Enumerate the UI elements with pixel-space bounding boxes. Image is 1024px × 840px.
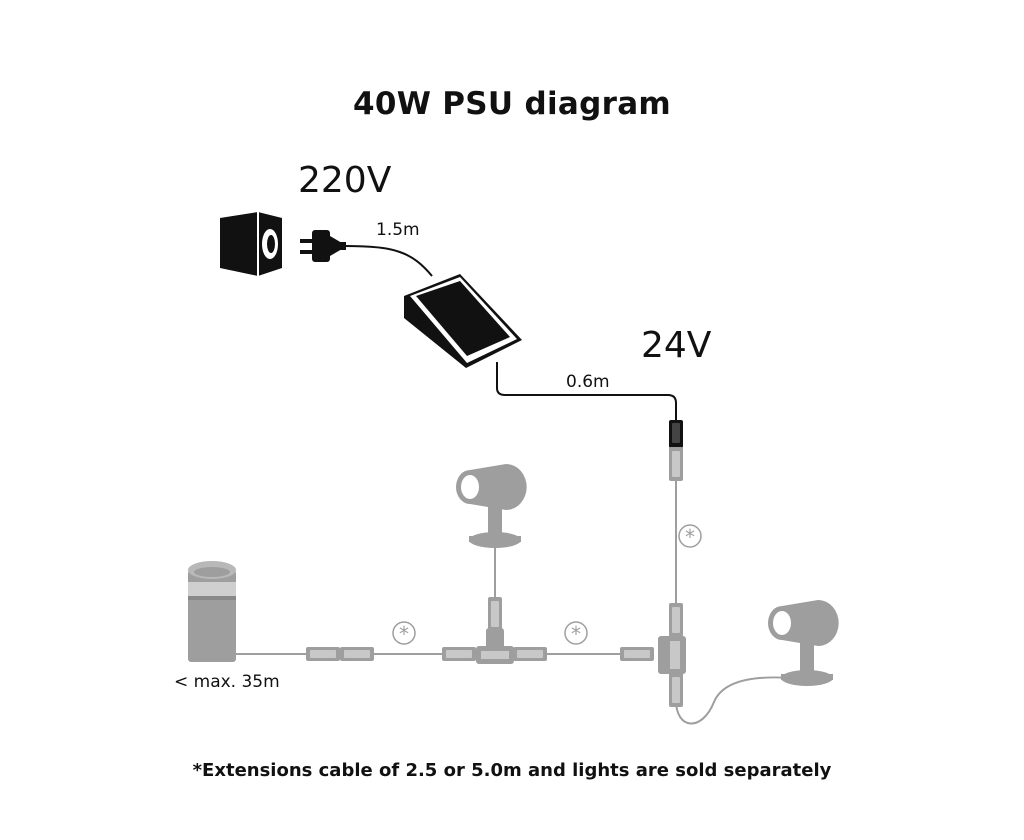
mains-cable bbox=[344, 245, 433, 277]
grey-wiring bbox=[232, 475, 791, 725]
extension-marker-label: * bbox=[399, 622, 409, 646]
output-voltage-label: 24V bbox=[641, 325, 712, 366]
max-run-length-label: < max. 35m bbox=[174, 672, 280, 692]
extension-marker: * bbox=[392, 621, 416, 646]
connector bbox=[620, 647, 654, 661]
output-cable bbox=[496, 362, 677, 422]
connector bbox=[669, 447, 683, 481]
psu-unit-icon bbox=[404, 274, 522, 368]
diagram-title: 40W PSU diagram bbox=[352, 86, 672, 122]
spot-light-icon bbox=[456, 464, 527, 548]
connector bbox=[306, 647, 340, 661]
t-splitter-icon bbox=[658, 636, 686, 674]
connector bbox=[669, 603, 683, 637]
mains-cable-length-label: 1.5m bbox=[376, 220, 420, 240]
footnote: *Extensions cable of 2.5 or 5.0m and lig… bbox=[192, 760, 832, 781]
connector bbox=[488, 597, 502, 631]
extension-marker: * bbox=[564, 621, 588, 646]
bollard-light-icon bbox=[188, 561, 236, 662]
extension-marker-label: * bbox=[685, 525, 695, 549]
t-splitter-icon bbox=[476, 628, 514, 664]
extension-marker-label: * bbox=[571, 622, 581, 646]
plug-icon bbox=[300, 230, 346, 262]
output-plug-icon bbox=[669, 420, 683, 448]
connector bbox=[442, 647, 476, 661]
connector bbox=[669, 673, 683, 707]
input-voltage-label: 220V bbox=[298, 160, 392, 201]
extension-marker: * bbox=[678, 524, 702, 549]
output-cable-length-label: 0.6m bbox=[566, 372, 610, 392]
connector bbox=[513, 647, 547, 661]
connector bbox=[340, 647, 374, 661]
spot-light-icon bbox=[768, 600, 839, 686]
wall-socket-icon bbox=[220, 212, 282, 276]
